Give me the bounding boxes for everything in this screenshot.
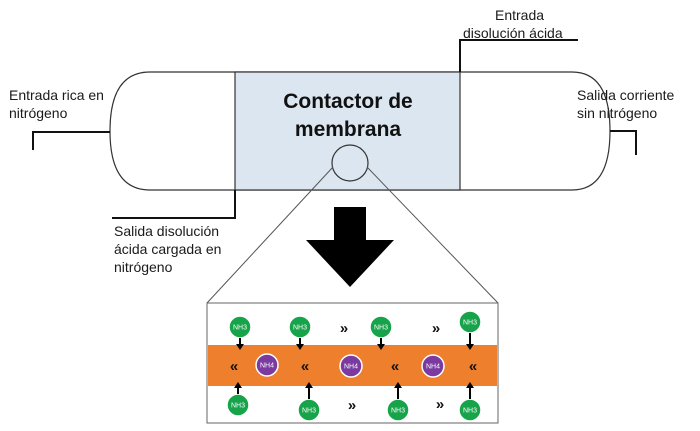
flow-forward-bottom-2: » (436, 396, 444, 413)
acid-inlet-label-line1: Entrada (495, 7, 545, 23)
acid-inlet-label: Entrada disolución ácida (463, 6, 563, 42)
inlet-rich-label-line2: nitrógeno (9, 105, 68, 121)
contactor-title-line2: membrana (294, 118, 402, 141)
contactor-title: Contactor de membrana (236, 88, 460, 144)
acid-outlet-label-line1: Salida disolución (114, 223, 220, 239)
big-down-arrow (306, 207, 394, 287)
nh4-band-1-label: NH4 (260, 363, 274, 370)
acid-outlet-line (112, 190, 236, 219)
flow-back-band-4: « (469, 358, 477, 375)
contactor-title-line1: Contactor de (283, 90, 413, 113)
acid-outlet-label: Salida disolución ácida cargada en nitró… (114, 222, 221, 276)
arrow-bottom-1-head (234, 382, 242, 388)
flow-forward-top-1: » (340, 320, 348, 337)
arrow-bottom-3-head (394, 382, 402, 388)
flow-back-band-2: « (301, 358, 309, 375)
acid-inlet-label-line2: disolución ácida (463, 25, 563, 41)
nh3-bottom-2-label: NH3 (302, 408, 316, 415)
nh4-band-3-label: NH4 (426, 364, 440, 371)
arrow-top-4-head (466, 344, 474, 350)
nh3-top-4-label: NH3 (463, 320, 477, 327)
nh3-top-3-label: NH3 (374, 325, 388, 332)
zoom-line-left (206, 166, 334, 304)
inlet-rich-label-line1: Entrada rica en (9, 87, 104, 103)
inlet-rich-label: Entrada rica en nitrógeno (9, 86, 104, 122)
outlet-free-label: Salida corriente sin nitrógeno (577, 86, 674, 122)
nh4-band-2-label: NH4 (344, 364, 358, 371)
nh3-bottom-3-label: NH3 (391, 408, 405, 415)
outlet-free-line (610, 130, 637, 155)
arrow-top-3-head (377, 344, 385, 350)
outlet-free-label-line1: Salida corriente (577, 87, 675, 103)
outlet-free-label-line2: sin nitrógeno (577, 105, 658, 121)
nh3-top-1-label: NH3 (233, 325, 247, 332)
acid-inlet-line (459, 39, 578, 72)
acid-outlet-label-line3: nitrógeno (114, 259, 173, 275)
arrow-top-1-head (236, 344, 244, 350)
acid-outlet-label-line2: ácida cargada en (114, 241, 222, 257)
flow-forward-bottom-1: » (348, 397, 356, 414)
nh4-band-2-circle (339, 354, 363, 378)
nh3-bottom-1-label: NH3 (231, 403, 245, 410)
nh4-band-3-circle (421, 354, 445, 378)
arrow-bottom-2-head (305, 382, 313, 388)
zoom-line-right (366, 166, 499, 304)
flow-back-band-3: « (391, 358, 399, 375)
nh3-top-2-label: NH3 (293, 325, 307, 332)
inlet-rich-line (32, 131, 110, 150)
arrow-bottom-4-head (466, 382, 474, 388)
magnifier-circle (331, 144, 369, 182)
flow-back-band-1: « (230, 358, 238, 375)
nh4-band-1-circle (255, 353, 279, 377)
arrow-top-2-head (296, 344, 304, 350)
nh3-bottom-4-label: NH3 (463, 408, 477, 415)
flow-forward-top-2: » (432, 320, 440, 337)
